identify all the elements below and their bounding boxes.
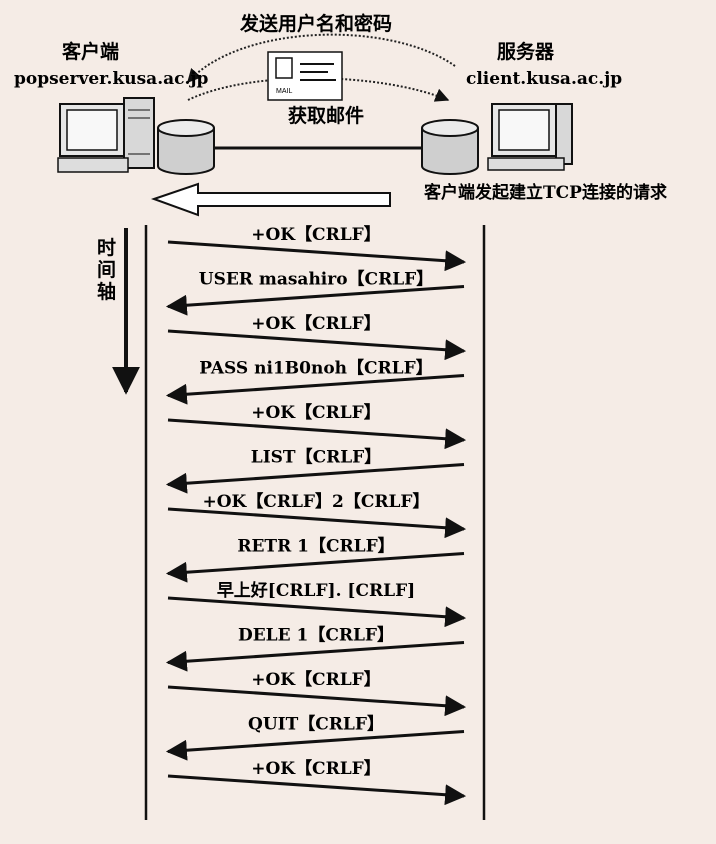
message-arrow <box>165 730 465 761</box>
message-arrow <box>167 329 467 361</box>
fetch-curve-arrow <box>187 77 450 102</box>
tcp-request-label: 客户端发起建立TCP连接的请求 <box>423 182 667 203</box>
message-label: 早上好[CRLF]. [CRLF] <box>217 580 415 601</box>
client-computer-icon <box>57 97 155 173</box>
server-role-label: 服务器 <box>497 40 555 63</box>
message-arrow <box>167 507 467 539</box>
tcp-request-arrow <box>150 182 391 217</box>
message-arrow <box>165 641 465 672</box>
time-axis-char-2: 间 <box>97 259 116 281</box>
time-axis-char-3: 轴 <box>97 280 116 303</box>
time-axis-char-1: 时 <box>97 237 116 259</box>
send-credentials-caption: 发送用户名和密码 <box>239 12 392 35</box>
fetch-mail-caption: 获取邮件 <box>288 104 364 127</box>
message-label: DELE 1【CRLF】 <box>238 625 394 646</box>
message-label: RETR 1【CRLF】 <box>237 536 394 557</box>
message-label: +OK【CRLF】 <box>251 224 381 245</box>
message-label: +OK【CRLF】 <box>251 669 381 690</box>
message-list: +OK【CRLF】 USER masahiro【CRLF】 +OK【CRLF】 PAS… <box>165 224 467 806</box>
credentials-curve-arrow <box>187 33 456 84</box>
message-arrow <box>165 552 465 583</box>
message-label: +OK【CRLF】 <box>251 313 381 334</box>
server-computer-icon <box>487 103 573 171</box>
mail-stamp-label: MAIL <box>276 88 292 95</box>
message-arrow <box>165 463 465 494</box>
message-arrow <box>167 240 467 272</box>
envelope-icon: MAIL <box>267 51 343 101</box>
message-label: PASS ni1B0noh【CRLF】 <box>199 358 432 379</box>
server-database-icon <box>421 119 479 175</box>
message-label: +OK【CRLF】 <box>251 402 381 423</box>
message-arrow <box>167 685 467 717</box>
client-database-icon <box>157 119 215 175</box>
client-host-label: popserver.kusa.ac.jp <box>14 69 209 89</box>
message-arrow <box>167 596 467 628</box>
message-label: LIST【CRLF】 <box>251 447 382 468</box>
client-role-label: 客户端 <box>62 40 119 63</box>
message-arrow <box>165 285 465 316</box>
server-host-label: client.kusa.ac.jp <box>466 69 622 89</box>
message-label: QUIT【CRLF】 <box>248 714 384 735</box>
message-arrow <box>167 774 467 806</box>
message-arrow <box>165 374 465 405</box>
message-label: USER masahiro【CRLF】 <box>199 269 434 290</box>
message-label: +OK【CRLF】2【CRLF】 <box>202 491 429 512</box>
message-label: +OK【CRLF】 <box>251 758 381 779</box>
message-arrow <box>167 418 467 450</box>
